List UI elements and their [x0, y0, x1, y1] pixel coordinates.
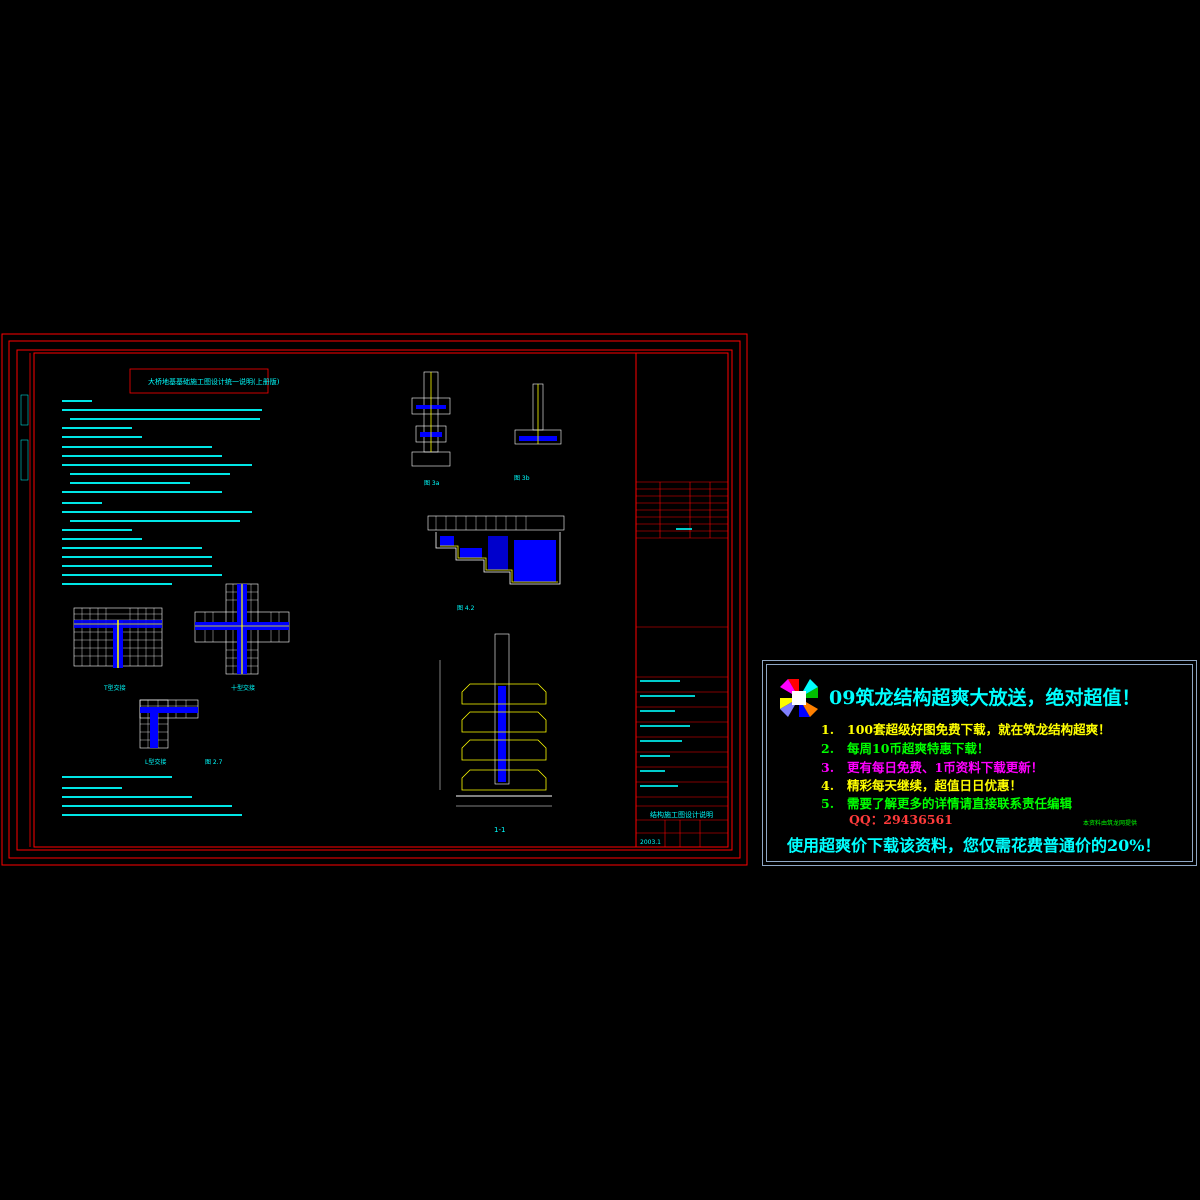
detail-3b: [514, 383, 562, 445]
promo-qq: QQ：29436561: [849, 812, 953, 827]
outer-frame: [1, 333, 748, 866]
section-label-1-1: 1-1: [494, 826, 505, 834]
promo-item: 5.需要了解更多的详情请直接联系责任编辑: [821, 796, 1073, 811]
detail-label-3a: 图 3a: [424, 480, 440, 487]
l-joint-label: L型交接: [145, 758, 166, 766]
promo-panel: 09筑龙结构超爽大放送，绝对超值！ 1.100套超级好图免费下载，就在筑龙结构超…: [762, 660, 1197, 866]
general-notes: [62, 400, 262, 816]
pinwheel-logo-icon: [780, 679, 818, 717]
inner-frame: [8, 340, 741, 859]
promo-inner-border: [766, 664, 1193, 862]
promo-title: 09筑龙结构超爽大放送，绝对超值！: [829, 687, 1141, 709]
promo-item: 2.每周10币超爽特惠下载！: [821, 741, 990, 756]
detail-label-4-2: 图 4.2: [457, 605, 475, 612]
l-joint-detail: [139, 699, 199, 749]
notes-title-box: [129, 368, 269, 394]
t-joint-detail: [73, 607, 163, 668]
binding-strip-text: [20, 394, 29, 481]
detail-4-2: [427, 515, 565, 585]
detail-3a: [411, 371, 451, 467]
notes-title: 大桥地基基础施工图设计统一说明(上册版): [148, 377, 280, 386]
detail-label-3b: 图 3b: [514, 475, 530, 482]
section-1-1: [439, 633, 552, 807]
promo-footer: 使用超爽价下载该资料，您仅需花费普通价的20%！: [787, 836, 1161, 855]
border-frame: [16, 349, 733, 851]
cross-joint-detail: [194, 583, 290, 675]
promo-item: 4.精彩每天继续，超值日日优惠！: [821, 778, 1023, 793]
sheet-frame: [33, 352, 729, 848]
title-block: [636, 481, 728, 847]
titleblock-date: 2003.1: [640, 839, 661, 846]
promo-item: 1.100套超级好图免费下载，就在筑龙结构超爽！: [821, 722, 1111, 737]
promo-item: 3.更有每日免费、1币资料下载更新！: [821, 760, 1044, 775]
detail-label-2-7: 图 2.7: [205, 759, 223, 766]
titleblock-drawing-name: 结构施工图设计说明: [650, 810, 713, 819]
cross-joint-label: 十型交接: [231, 684, 255, 692]
promo-site-note: 本资料由筑龙网提供: [1083, 820, 1138, 827]
t-joint-label: T型交接: [103, 684, 126, 692]
title-block-text: [640, 528, 695, 787]
